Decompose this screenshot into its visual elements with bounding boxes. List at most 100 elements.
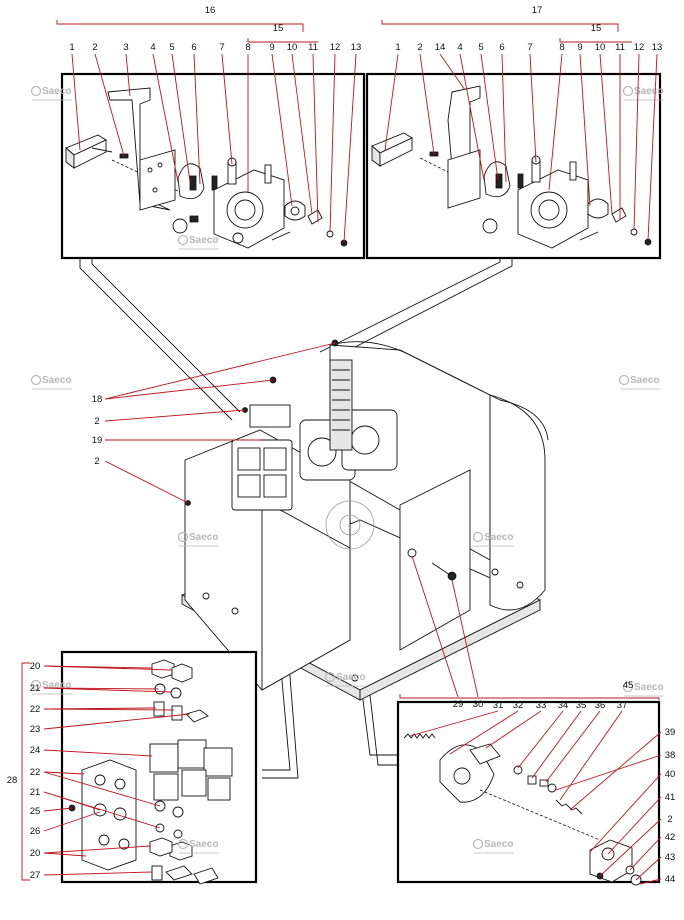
leader-center-bottom-0 [411, 555, 459, 698]
saeco-watermark: Saeco [30, 679, 72, 695]
label-br-side-42-5: 42 [665, 832, 676, 843]
leader-center-0-1 [104, 379, 274, 400]
watermark-logo-icon [177, 838, 189, 850]
label-center-19-2: 19 [92, 435, 103, 446]
saeco-watermark: Saeco [622, 85, 664, 101]
inset-bottom-left [60, 650, 258, 885]
watermark-logo-icon [618, 374, 630, 386]
saeco-watermark: Saeco [177, 234, 219, 250]
saeco-watermark: Saeco [472, 838, 514, 854]
leader-tl-0 [71, 53, 81, 151]
leader-br-top-3 [517, 710, 564, 769]
leader-tl-2 [125, 53, 131, 97]
watermark-logo-icon [622, 681, 634, 693]
leader-tl-11 [329, 53, 336, 233]
watermark-logo-icon [177, 531, 189, 543]
label-tl-3-2: 3 [123, 42, 128, 53]
leader-tr-7 [548, 53, 563, 191]
label-tl-10-9: 10 [287, 42, 298, 53]
watermark-logo-icon [324, 671, 336, 683]
leader-br-top-2 [485, 710, 542, 749]
bracket-17 [381, 20, 619, 32]
watermark-logo-icon [177, 234, 189, 246]
leader-lines [21, 20, 662, 885]
bracket-28 [21, 662, 30, 881]
group-label-15-right: 15 [591, 23, 602, 34]
leader-br-top-5 [545, 710, 601, 783]
label-tl-2-1: 2 [92, 42, 97, 53]
leader-tr-11 [633, 53, 640, 231]
machine-frame [180, 339, 549, 701]
leader-bl-10 [43, 871, 153, 876]
leader-tl-10 [312, 53, 319, 223]
label-tr-6-5: 6 [499, 42, 504, 53]
leader-tr-12 [647, 53, 658, 241]
leader-bl-extra-22b [43, 771, 161, 807]
leader-br-top-0 [409, 710, 499, 737]
group-label-28: 28 [7, 775, 18, 786]
saeco-watermark: Saeco [622, 681, 664, 697]
watermark-text: Saeco [484, 532, 513, 543]
leader-bl-extra-21b [43, 791, 161, 829]
label-tr-2-1: 2 [417, 42, 422, 53]
leader-bl-5 [43, 771, 85, 775]
saeco-watermark: Saeco [177, 838, 219, 854]
watermark-logo-icon [30, 679, 42, 691]
watermark-text: Saeco [189, 839, 218, 850]
leader-br-top-1 [449, 710, 519, 755]
label-tl-13-12: 13 [351, 42, 362, 53]
label-tr-12-11: 12 [634, 42, 645, 53]
saeco-watermark: Saeco [30, 374, 72, 390]
label-br-side-43-6: 43 [665, 852, 676, 863]
label-bl-23-3: 23 [30, 724, 41, 735]
leader-bl-extra-22 [43, 708, 175, 711]
label-bl-26-8: 26 [30, 826, 41, 837]
label-br-side-38-1: 38 [665, 750, 676, 761]
leader-tl-8 [271, 53, 293, 207]
watermark-logo-icon [30, 374, 42, 386]
leader-tl-3 [152, 53, 179, 183]
label-tr-1-0: 1 [395, 42, 400, 53]
group-label-15-left: 15 [273, 23, 284, 34]
watermark-logo-icon [472, 531, 484, 543]
watermark-text: Saeco [42, 680, 71, 691]
watermark-text: Saeco [189, 532, 218, 543]
bracket-15-left [247, 38, 318, 43]
leader-tl-4 [171, 53, 191, 183]
label-tr-13-12: 13 [652, 42, 663, 53]
bracket-15-right [559, 38, 632, 43]
leader-center-bottom-1 [451, 579, 479, 698]
group-label-16: 16 [205, 5, 216, 16]
inset-top-left [60, 72, 366, 260]
leader-bl-extra-20b [43, 845, 151, 854]
label-bl-22-5: 22 [30, 767, 41, 778]
leader-bl-4 [43, 749, 153, 757]
label-tr-9-8: 9 [577, 42, 582, 53]
watermark-text: Saeco [42, 86, 71, 97]
label-bl-22-2: 22 [30, 704, 41, 715]
leader-tr-6 [529, 53, 537, 163]
saeco-watermark: Saeco [324, 671, 366, 687]
leader-bl-extra-20 [43, 665, 173, 671]
label-bl-25-7: 25 [30, 806, 41, 817]
leader-tr-1 [419, 53, 435, 155]
label-center-2-1: 2 [94, 416, 99, 427]
inset-bottom-right [396, 700, 661, 886]
leader-center-3-0 [104, 460, 189, 504]
label-tr-10-9: 10 [595, 42, 606, 53]
label-tl-12-11: 12 [330, 42, 341, 53]
watermark-text: Saeco [630, 375, 659, 386]
bracket-16 [56, 20, 304, 32]
leader-br-side-1 [555, 754, 662, 791]
label-tl-11-10: 11 [308, 42, 318, 53]
label-br-top-32: 32 [513, 700, 524, 711]
label-center-2-3: 2 [94, 456, 99, 467]
label-tl-4-3: 4 [150, 42, 155, 53]
label-bl-21-6: 21 [30, 787, 41, 798]
label-center-bottom-30: 30 [473, 699, 484, 710]
leader-bl-8 [43, 811, 101, 832]
watermark-logo-icon [30, 85, 42, 97]
